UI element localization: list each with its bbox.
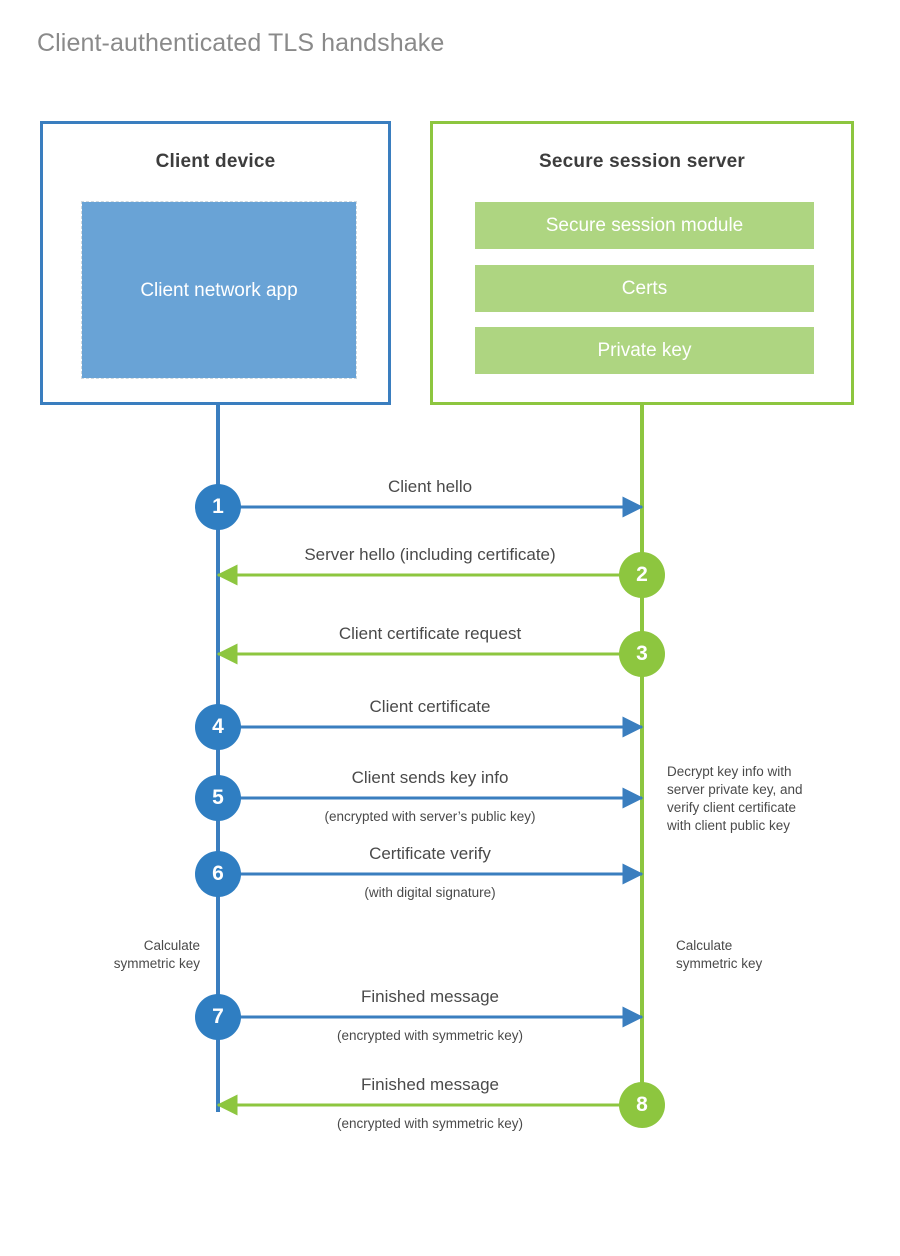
message-label-3: Client certificate request (338, 624, 522, 643)
message-sublabel-6: (with digital signature) (364, 885, 496, 900)
server-component-label: Private key (597, 339, 692, 361)
server-component-label: Secure session module (545, 214, 744, 236)
message-label-8: Finished message (361, 1075, 499, 1094)
message-label-1: Client hello (387, 477, 473, 496)
step-number-circle-6[interactable]: 6 (195, 851, 241, 897)
step-number-circle-2[interactable]: 2 (619, 552, 665, 598)
message-sublabel-5: (encrypted with server’s public key) (324, 809, 536, 824)
step-number-circle-1[interactable]: 1 (195, 484, 241, 530)
message-label-7: Finished message (361, 987, 499, 1006)
page-title: Client-authenticated TLS handshake (37, 29, 445, 57)
client-lifeline (216, 404, 220, 1112)
step-number-circle-4[interactable]: 4 (195, 704, 241, 750)
server-component-label: Certs (621, 277, 668, 299)
client-network-app-label: Client network app (140, 279, 298, 301)
message-sublabel-8: (encrypted with symmetric key) (336, 1116, 524, 1131)
server-component-secure-session-module: Secure session module (475, 202, 814, 249)
message-label-5: Client sends key info (351, 768, 509, 787)
secure-session-server-title: Secure session server (539, 151, 745, 172)
step-number-circle-8[interactable]: 8 (619, 1082, 665, 1128)
message-sublabel-7: (encrypted with symmetric key) (336, 1028, 524, 1043)
server-lifeline (640, 404, 644, 1106)
client-network-app-component: Client network app (81, 201, 357, 379)
message-label-6: Certificate verify (369, 844, 491, 863)
message-label-2: Server hello (including certificate) (304, 545, 556, 564)
step-number-circle-5[interactable]: 5 (195, 775, 241, 821)
step-number-circle-7[interactable]: 7 (195, 994, 241, 1040)
server-component-private-key: Private key (475, 327, 814, 374)
client-device-title: Client device (155, 151, 276, 172)
message-label-4: Client certificate (369, 697, 491, 716)
step-number-circle-3[interactable]: 3 (619, 631, 665, 677)
client-device-box: Client device Client network app (40, 121, 391, 405)
server-component-certs: Certs (475, 265, 814, 312)
secure-session-server-box: Secure session server Secure session mod… (430, 121, 854, 405)
